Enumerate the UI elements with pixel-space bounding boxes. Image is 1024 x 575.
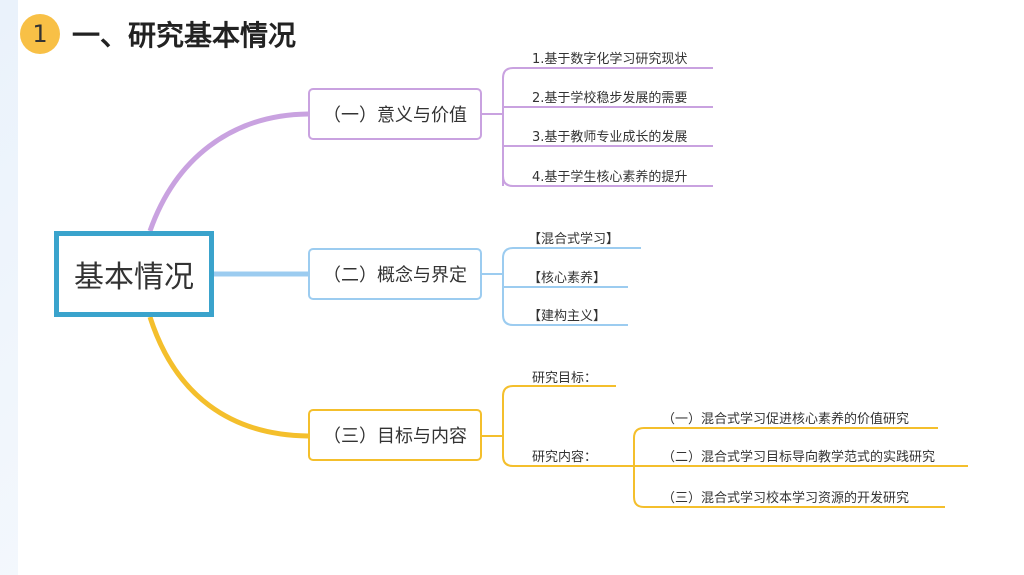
subitem-content-3: （三）混合式学习校本学习资源的开发研究 xyxy=(662,491,910,506)
subitem-content-1: （一）混合式学习促进核心素养的价值研究 xyxy=(662,412,910,427)
leaf-research-content: 研究内容： xyxy=(532,450,598,465)
leaf-concept-1: 【混合式学习】 xyxy=(528,232,620,247)
underline-b3-1 xyxy=(502,385,616,397)
section-number-badge: 1 xyxy=(20,14,60,54)
underline-sub-3 xyxy=(633,496,945,508)
connector-root-branch3 xyxy=(147,316,309,439)
connector-branch3-leaves xyxy=(482,396,504,456)
subitem-content-2: （二）混合式学习目标导向教学范式的实践研究 xyxy=(662,450,936,465)
leaf-concept-2: 【核心素养】 xyxy=(528,271,607,286)
branch-concepts: （二）概念与界定 xyxy=(308,248,482,300)
slide-header: 1 一、研究基本情况 xyxy=(20,12,296,56)
leaf-concept-3: 【建构主义】 xyxy=(528,309,607,324)
connector-branch1-leaves xyxy=(482,78,504,186)
underline-sub-1 xyxy=(633,427,938,439)
connector-branch2-leaves xyxy=(482,258,504,315)
mindmap-root: 基本情况 xyxy=(54,231,214,317)
leaf-research-goal: 研究目标： xyxy=(532,371,598,386)
connector-root-branch1 xyxy=(147,111,309,232)
leaf-significance-3: 3.基于教师专业成长的发展 xyxy=(532,130,688,145)
slide-title: 一、研究基本情况 xyxy=(72,19,297,52)
branch-goals-content: （三）目标与内容 xyxy=(308,409,482,461)
underline-b2-1 xyxy=(502,247,641,259)
underline-b1-4 xyxy=(502,175,713,187)
leaf-significance-1: 1.基于数字化学习研究现状 xyxy=(532,52,688,67)
underline-b3-2 xyxy=(502,455,634,467)
leaf-significance-2: 2.基于学校稳步发展的需要 xyxy=(532,91,688,106)
underline-b2-3 xyxy=(502,314,628,326)
leaf-significance-4: 4.基于学生核心素养的提升 xyxy=(532,170,688,185)
branch-significance: （一）意义与价值 xyxy=(308,88,482,140)
underline-b1-1 xyxy=(502,67,713,79)
